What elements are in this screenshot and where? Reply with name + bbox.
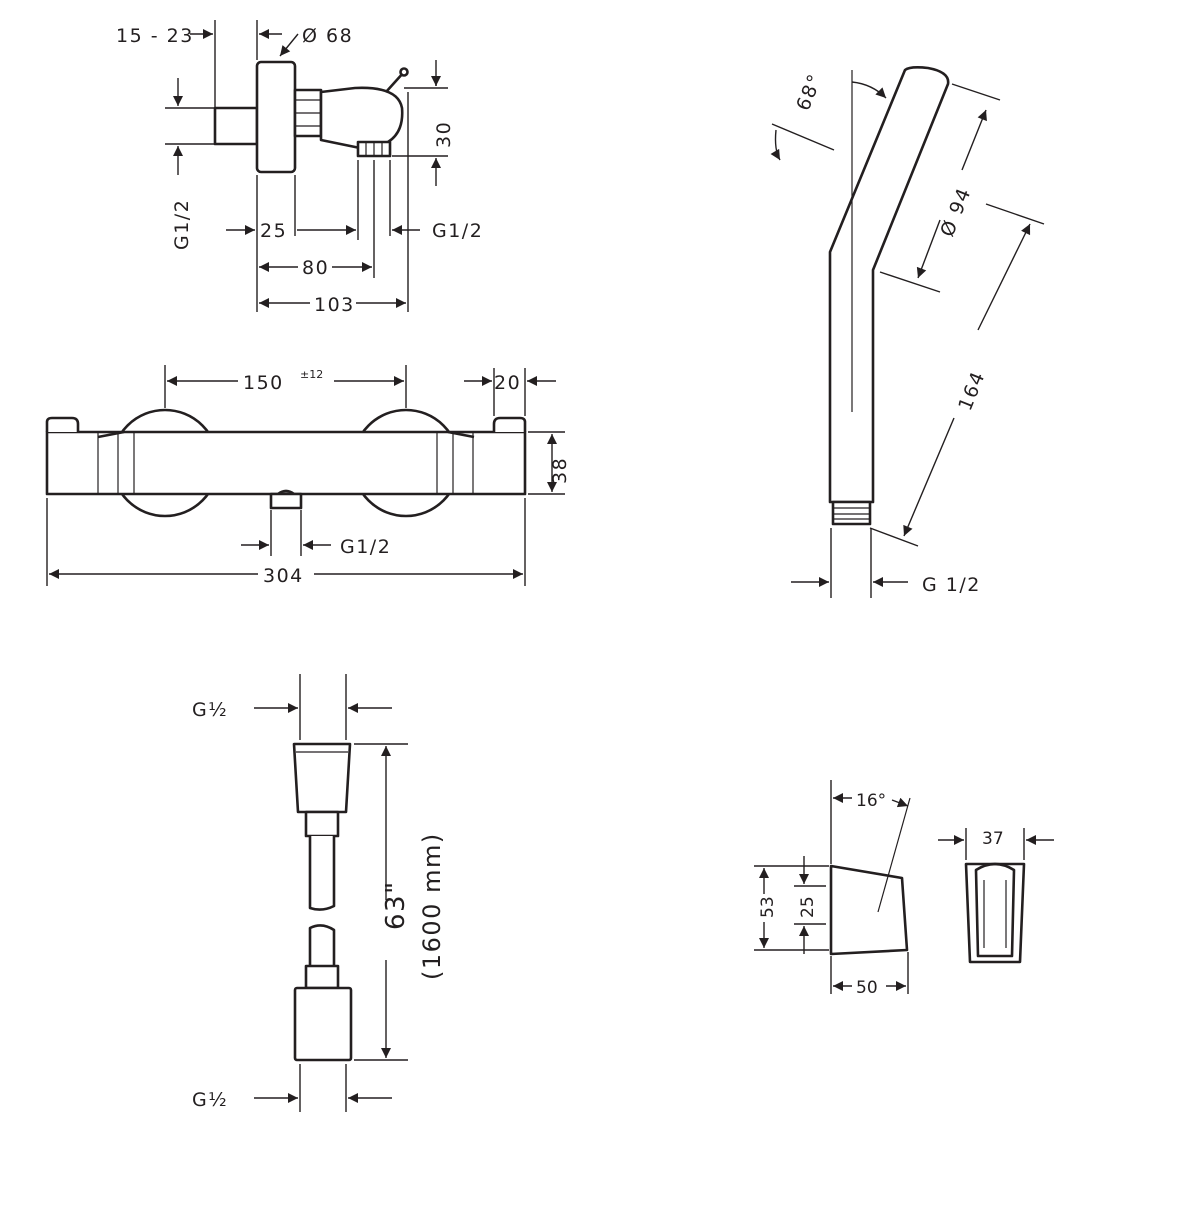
dim-bar-height: 38 xyxy=(549,457,571,484)
hose-top-ferrule xyxy=(304,810,340,838)
dim-holder-height: 53 xyxy=(758,896,778,918)
holder-side xyxy=(829,864,909,956)
dim-holder-angle: 16° xyxy=(856,791,886,811)
mixer-front-view: 150 ±12 20 38 G1/2 304 xyxy=(45,365,571,587)
dim-escutcheon-diameter: Ø 68 xyxy=(302,25,353,47)
hand-shower-body xyxy=(828,66,950,504)
hose-bottom-ferrule xyxy=(304,964,340,990)
mixer-side-view: 15 - 23 Ø 68 G1/2 30 25 G1/2 80 103 xyxy=(116,20,483,316)
dim-centers-150: 150 xyxy=(243,372,284,394)
dim-depth-80: 80 xyxy=(302,257,329,279)
inlet-connector xyxy=(213,106,259,146)
dim-shower-length: 164 xyxy=(954,368,990,414)
dim-depth-25: 25 xyxy=(260,220,287,242)
holder-angle-line xyxy=(877,797,911,913)
dim-outlet-thread: G1/2 xyxy=(432,220,483,242)
dim-holder-depth: 50 xyxy=(856,978,878,998)
holder-views: 16° 53 25 50 37 xyxy=(754,780,1054,998)
dim-outlet-thread-front: G1/2 xyxy=(340,536,391,558)
dim-hose-length-mm: (1600 mm) xyxy=(418,832,446,980)
hose-top-nut xyxy=(292,742,352,814)
hose-bottom-nut xyxy=(293,986,353,1062)
hose-upper xyxy=(308,836,336,911)
bottom-outlet xyxy=(269,492,303,510)
dim-hose-top-thread: G½ xyxy=(192,699,228,721)
dim-adjust-range: 15 - 23 xyxy=(116,25,194,47)
wall-escutcheon xyxy=(255,60,297,174)
dim-head-diameter: Ø 94 xyxy=(936,184,976,240)
dim-height-30: 30 xyxy=(433,121,455,148)
dim-cap-20: 20 xyxy=(494,372,521,394)
dim-head-angle: 68° xyxy=(792,70,827,114)
dim-shower-thread: G 1/2 xyxy=(922,574,981,596)
hose-view: G½ 63" (1600 mm) G½ xyxy=(192,674,446,1112)
holder-front xyxy=(964,862,1026,964)
right-handle-cap xyxy=(492,416,527,432)
holder-front-slot xyxy=(974,862,1016,958)
hand-shower-thread xyxy=(831,500,872,526)
dim-hose-length-in: 63" xyxy=(381,880,411,930)
mixer-handle-body xyxy=(319,86,404,150)
hand-shower-view: 68° Ø 94 164 G 1/2 xyxy=(770,66,1045,598)
dim-centers-tolerance: ±12 xyxy=(300,368,323,381)
dim-holder-25: 25 xyxy=(798,896,818,918)
dim-total-length: 304 xyxy=(263,565,304,587)
dim-holder-width: 37 xyxy=(982,829,1004,849)
dim-hose-bottom-thread: G½ xyxy=(192,1089,228,1111)
left-handle-cap xyxy=(45,416,80,432)
dim-inlet-thread: G1/2 xyxy=(171,199,193,250)
mixer-bar xyxy=(45,430,527,496)
dim-depth-103: 103 xyxy=(314,294,355,316)
